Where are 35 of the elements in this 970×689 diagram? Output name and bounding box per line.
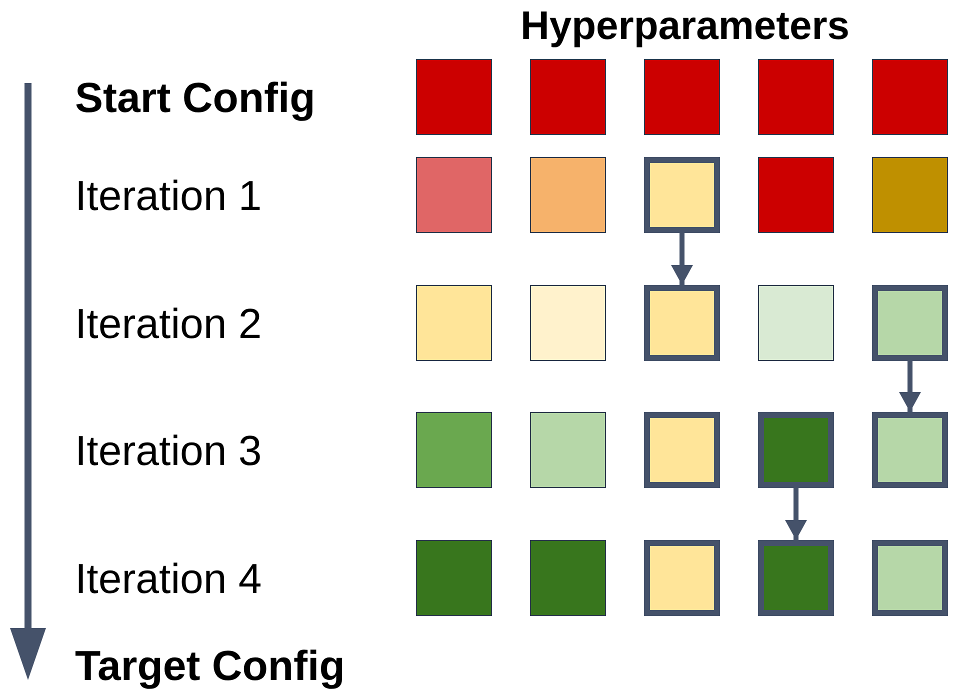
color-square (758, 412, 834, 488)
row-label: Start Config (75, 77, 316, 119)
color-square (416, 59, 492, 135)
arrow (671, 233, 693, 285)
row-label: Iteration 3 (75, 430, 262, 472)
color-square (872, 59, 948, 135)
color-square (644, 412, 720, 488)
color-square (644, 285, 720, 361)
column-heading: Hyperparameters (519, 6, 851, 46)
color-square (416, 412, 492, 488)
color-square (530, 285, 606, 361)
color-square (872, 540, 948, 616)
color-square (644, 59, 720, 135)
row-label: Iteration 4 (75, 558, 262, 600)
color-square (530, 540, 606, 616)
color-square (644, 157, 720, 233)
color-square (872, 285, 948, 361)
color-square (416, 540, 492, 616)
color-square (644, 540, 720, 616)
color-square (416, 285, 492, 361)
color-square (872, 157, 948, 233)
row-label: Target Config (75, 645, 345, 687)
row-label: Iteration 2 (75, 303, 262, 345)
color-square (872, 412, 948, 488)
color-square (758, 59, 834, 135)
color-square (758, 157, 834, 233)
row-label: Iteration 1 (75, 175, 262, 217)
color-square (758, 285, 834, 361)
color-square (530, 59, 606, 135)
color-square (758, 540, 834, 616)
arrow (785, 488, 807, 540)
color-square (530, 157, 606, 233)
color-square (416, 157, 492, 233)
arrow (899, 361, 921, 412)
color-square (530, 412, 606, 488)
